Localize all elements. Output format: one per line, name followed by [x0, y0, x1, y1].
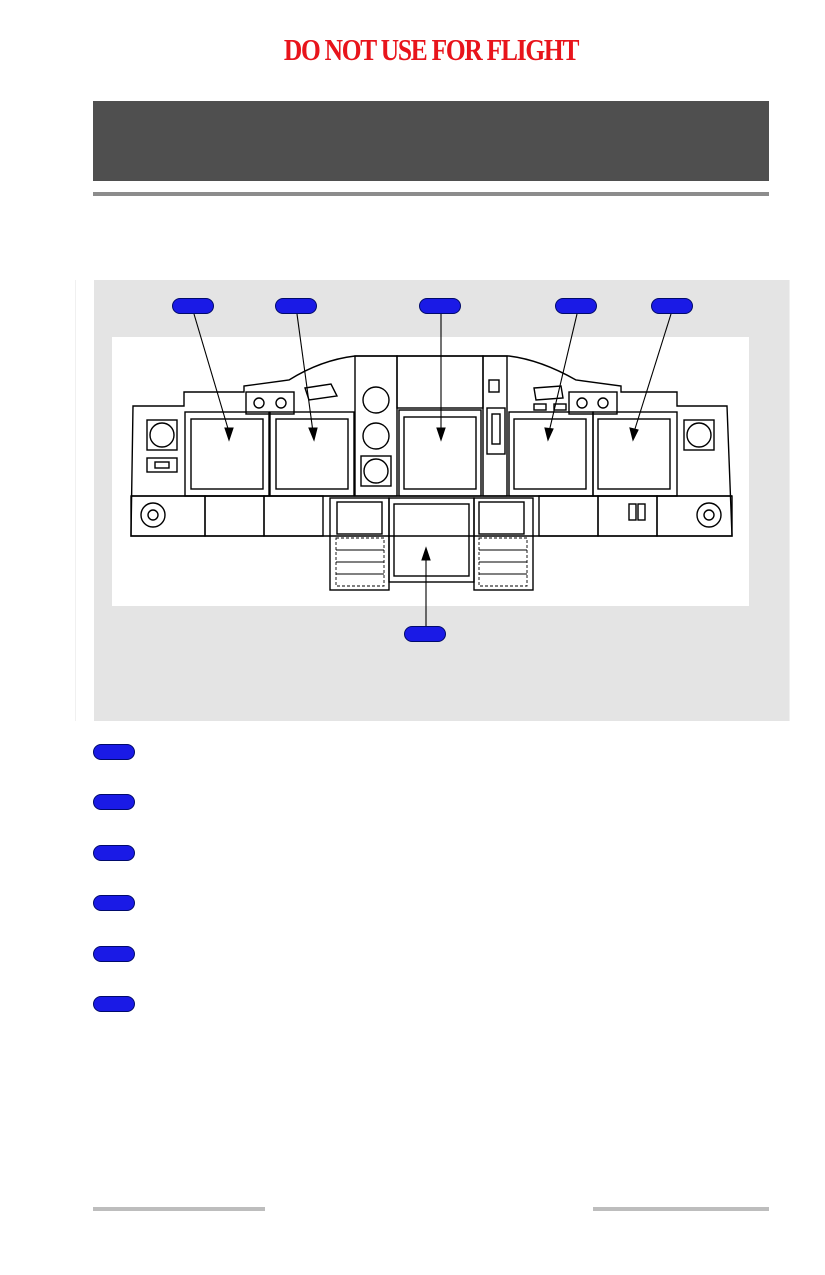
legend-marker	[93, 895, 135, 911]
footer-rule-right	[593, 1207, 769, 1211]
footer-rule-left	[93, 1207, 265, 1211]
legend-marker	[93, 996, 135, 1012]
callout-marker	[555, 298, 597, 314]
legend-marker	[93, 946, 135, 962]
header-divider	[93, 192, 769, 196]
diagram-background	[112, 337, 749, 606]
callout-leaders	[193, 313, 672, 626]
flight-deck-figure	[75, 280, 790, 721]
callout-marker	[419, 298, 461, 314]
legend-item	[93, 744, 135, 760]
cdu-keypads	[335, 537, 528, 587]
callout-marker	[404, 626, 446, 642]
legend-marker	[93, 845, 135, 861]
section-header-bar	[93, 101, 769, 181]
instrument-panel-diagram	[112, 313, 749, 626]
legend-item	[93, 996, 135, 1012]
callout-marker	[172, 298, 214, 314]
legend-marker	[93, 744, 135, 760]
legend-item	[93, 946, 135, 962]
legend-item	[93, 845, 135, 861]
legend-item	[93, 794, 135, 810]
legend-marker	[93, 794, 135, 810]
do-not-use-warning: DO NOT USE FOR FLIGHT	[283, 32, 580, 67]
callout-marker	[651, 298, 693, 314]
callout-marker	[275, 298, 317, 314]
legend-item	[93, 895, 135, 911]
